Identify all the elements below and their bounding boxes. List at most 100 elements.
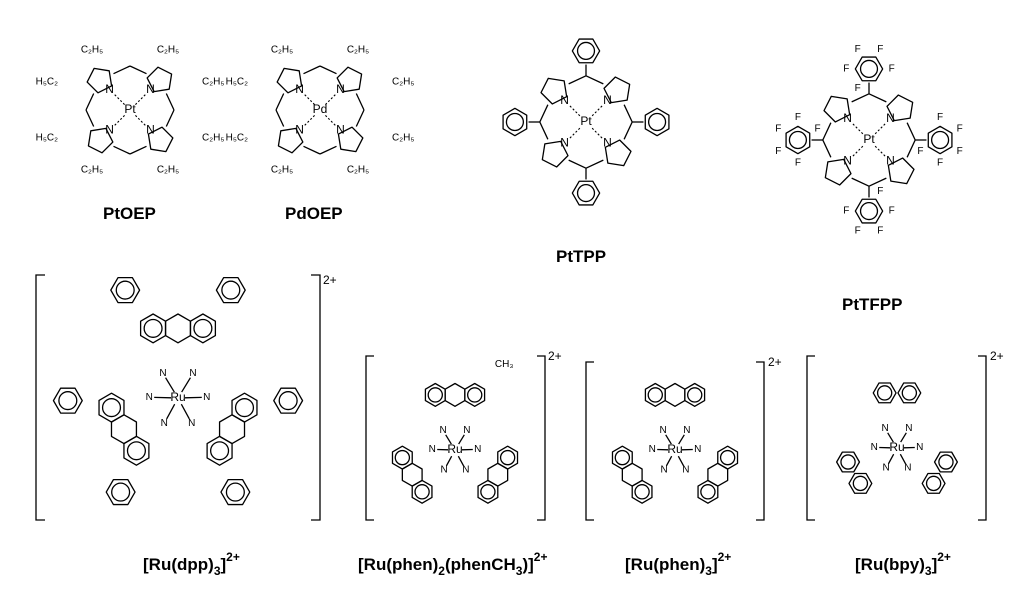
atom-label: C₂H₅ bbox=[202, 133, 224, 144]
atom-label: F bbox=[877, 44, 883, 55]
atom-label: N bbox=[105, 82, 114, 96]
aromatic-circle bbox=[279, 392, 297, 410]
aromatic-circle bbox=[861, 60, 878, 77]
atom-label: N bbox=[105, 123, 114, 137]
bond bbox=[624, 105, 632, 122]
label-ru-phen2-phench3: [Ru(phen)2(phenCH3)]2+ bbox=[358, 550, 547, 578]
aromatic-circle bbox=[222, 281, 240, 299]
coordination-bond bbox=[853, 124, 864, 135]
atom-label: F bbox=[877, 225, 883, 236]
bond bbox=[181, 404, 189, 419]
aromatic-circle bbox=[721, 451, 735, 465]
aromatic-circle bbox=[428, 388, 442, 402]
atom-label: N bbox=[881, 423, 888, 434]
bond bbox=[540, 122, 548, 139]
aromatic-circle bbox=[688, 388, 702, 402]
atom-label: H₅C₂ bbox=[226, 77, 248, 88]
aromatic-circle bbox=[226, 483, 244, 501]
atom-label: N bbox=[560, 93, 569, 107]
coordination-bond bbox=[874, 145, 885, 156]
coordination-bond bbox=[135, 95, 145, 105]
aromatic-circle bbox=[578, 185, 595, 202]
atom-label: N bbox=[603, 93, 612, 107]
label-ru-dpp: [Ru(dpp)3]2+ bbox=[143, 550, 240, 578]
atom-label: N bbox=[886, 154, 895, 168]
aromatic-circle bbox=[635, 485, 649, 499]
aromatic-circle bbox=[939, 455, 953, 469]
coordination-bond bbox=[570, 127, 581, 138]
atom-label: H₅C₂ bbox=[226, 133, 248, 144]
aromatic-circle bbox=[116, 281, 134, 299]
atom-label: N bbox=[603, 136, 612, 150]
bond bbox=[889, 454, 894, 463]
phenanthroline-ring bbox=[111, 415, 136, 444]
atom-label: N bbox=[336, 82, 345, 96]
aromatic-circle bbox=[841, 455, 855, 469]
label-pttfpp: PtTFPP bbox=[842, 295, 902, 314]
atom-label: C₂H₅ bbox=[347, 45, 369, 56]
bond bbox=[869, 178, 886, 186]
bond bbox=[624, 122, 632, 139]
atom-label: F bbox=[937, 157, 943, 168]
label-ru-bpy3: [Ru(bpy)3]2+ bbox=[855, 550, 951, 578]
atom-label: N bbox=[682, 465, 689, 476]
atom-label: N bbox=[843, 111, 852, 125]
atom-label: C₂H₅ bbox=[81, 45, 103, 56]
bond bbox=[823, 123, 831, 140]
charge-bpy3: 2+ bbox=[990, 349, 1004, 363]
atom-label: N bbox=[683, 425, 690, 436]
atom-label: C₂H₅ bbox=[392, 133, 414, 144]
atom-label: N bbox=[203, 392, 210, 403]
label-pttpp: PtTPP bbox=[556, 247, 606, 266]
aromatic-circle bbox=[112, 483, 130, 501]
label-ru-phen3: [Ru(phen)3]2+ bbox=[625, 550, 731, 578]
aromatic-circle bbox=[501, 451, 515, 465]
atom-label: N bbox=[439, 425, 446, 436]
aromatic-circle bbox=[932, 132, 949, 149]
bond bbox=[320, 66, 337, 74]
charge-phen3: 2+ bbox=[768, 355, 782, 369]
aromatic-circle bbox=[615, 451, 629, 465]
bond bbox=[569, 76, 586, 84]
coordination-bond bbox=[305, 115, 315, 125]
atom-label: N bbox=[295, 123, 304, 137]
bond bbox=[304, 146, 321, 154]
bond bbox=[907, 140, 915, 157]
atom-label: Pt bbox=[863, 132, 875, 146]
phenanthroline-ring bbox=[665, 384, 685, 407]
atom-label: F bbox=[795, 112, 801, 123]
bond bbox=[678, 456, 683, 465]
bracket-dpp: 2+ bbox=[36, 273, 337, 520]
atom-label: F bbox=[814, 123, 820, 134]
aromatic-circle bbox=[211, 442, 229, 460]
atom-label: N bbox=[905, 423, 912, 434]
aromatic-circle bbox=[144, 319, 162, 337]
phenanthroline-ring bbox=[166, 314, 191, 343]
bond bbox=[540, 105, 548, 122]
atom-label: F bbox=[775, 123, 781, 134]
atom-label: F bbox=[957, 146, 963, 157]
bond bbox=[130, 146, 147, 154]
bond bbox=[356, 110, 364, 127]
atom-label: N bbox=[883, 463, 890, 474]
atom-label: N bbox=[871, 442, 878, 453]
bond bbox=[900, 454, 905, 463]
bond bbox=[667, 456, 672, 465]
atom-label: H₅C₂ bbox=[36, 133, 58, 144]
bond bbox=[586, 160, 603, 168]
bond bbox=[114, 146, 131, 154]
bond bbox=[569, 160, 586, 168]
bond bbox=[823, 140, 831, 157]
aromatic-circle bbox=[649, 114, 666, 131]
bond bbox=[907, 123, 915, 140]
atom-label: N bbox=[188, 418, 195, 429]
atom-label: H₅C₂ bbox=[36, 77, 58, 88]
atom-label: F bbox=[889, 206, 895, 217]
atom-label: Pd bbox=[313, 102, 328, 116]
bond bbox=[458, 456, 463, 465]
bond bbox=[852, 178, 869, 186]
